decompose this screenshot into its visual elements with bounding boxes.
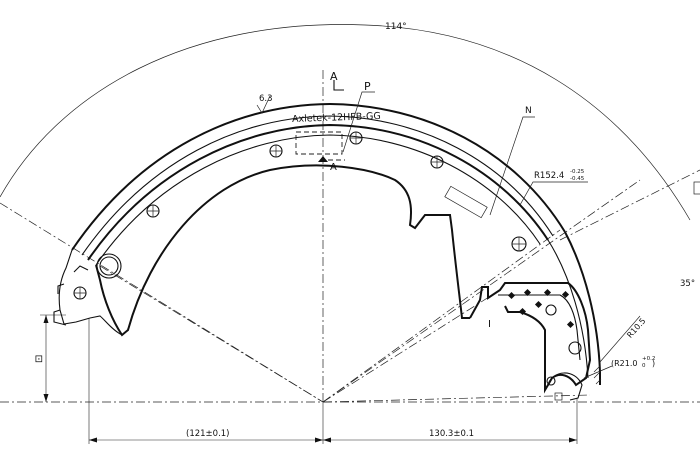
hidden-feature xyxy=(295,131,343,155)
anchor-plate xyxy=(469,282,592,394)
angle-35-label: 35° xyxy=(680,279,695,289)
web-lower-left xyxy=(58,249,123,336)
radius-main-tol-upper: -0.25 xyxy=(570,169,585,175)
outer-angle-arc xyxy=(0,24,691,221)
anchor-diamonds xyxy=(507,288,575,329)
radius-pin: (R21.0 xyxy=(611,359,638,368)
hatch-marks xyxy=(593,365,602,385)
model-marking: Axletek-12HFB-GG xyxy=(292,111,381,125)
marker-i: I xyxy=(488,319,491,330)
radius-small: R10.5 xyxy=(625,316,647,339)
leader-p xyxy=(342,91,375,153)
radius-main: R152.4 xyxy=(534,171,564,181)
lining-right-end xyxy=(564,231,601,385)
anchor-inner-edge xyxy=(498,294,581,361)
dim-left-value: (121±0.1) xyxy=(186,429,230,439)
surface-finish-symbol xyxy=(256,95,271,114)
leader-n xyxy=(489,116,535,216)
radial-line-left xyxy=(0,202,324,403)
pin-end-notch xyxy=(547,372,583,401)
dim-arrow xyxy=(43,394,49,402)
dim-arrow xyxy=(569,437,577,443)
dim-arrow xyxy=(315,437,323,443)
leader-r21 xyxy=(583,365,613,379)
radial-line-right-4 xyxy=(322,394,591,403)
angle-114-label: 114° xyxy=(385,22,407,32)
label-p: P xyxy=(364,80,371,93)
rim-inner-arc xyxy=(95,134,541,266)
anchor-hole xyxy=(546,376,556,386)
radial-line-right-2 xyxy=(322,229,561,403)
radial-line-right-3 xyxy=(322,289,501,403)
radius-pin-close: ) xyxy=(652,359,655,368)
pin-marker-box xyxy=(554,392,563,401)
edge-bracket xyxy=(693,181,700,195)
section-letter-top: A xyxy=(330,70,338,83)
large-hole-outer xyxy=(96,253,122,279)
leader-r10 xyxy=(599,315,641,363)
section-arrow-bottom xyxy=(318,156,328,162)
label-n: N xyxy=(525,106,532,116)
lining-inner-arc xyxy=(81,115,554,256)
crosshair-marks xyxy=(74,132,526,299)
dim-right-value: 130.3±0.1 xyxy=(429,429,474,439)
radius-pin-tol-upper: +0.2 xyxy=(642,356,655,362)
web-left-tabs xyxy=(53,265,89,326)
dim-arrow xyxy=(323,437,331,443)
dim-arrow xyxy=(43,315,49,323)
rim-outer-arc xyxy=(87,123,549,261)
leader-r152 xyxy=(519,181,588,206)
radius-main-tol-lower: -0.45 xyxy=(570,176,585,182)
surface-finish-value: 6.3 xyxy=(259,94,273,104)
section-mark-top xyxy=(333,80,344,91)
anchor-hole xyxy=(568,341,582,355)
section-letter-bottom: A xyxy=(330,162,337,173)
radius-pin-tol-lower: 0 xyxy=(642,363,646,369)
dim-arrow xyxy=(89,437,97,443)
web-plate-outline xyxy=(95,164,470,337)
rim-right-end xyxy=(547,239,589,379)
radial-line-left-lower xyxy=(99,265,324,403)
anchor-hole xyxy=(545,304,557,316)
marker-left: ⊡ xyxy=(34,355,45,363)
slot-n xyxy=(444,185,488,219)
large-hole-inner xyxy=(99,256,119,276)
